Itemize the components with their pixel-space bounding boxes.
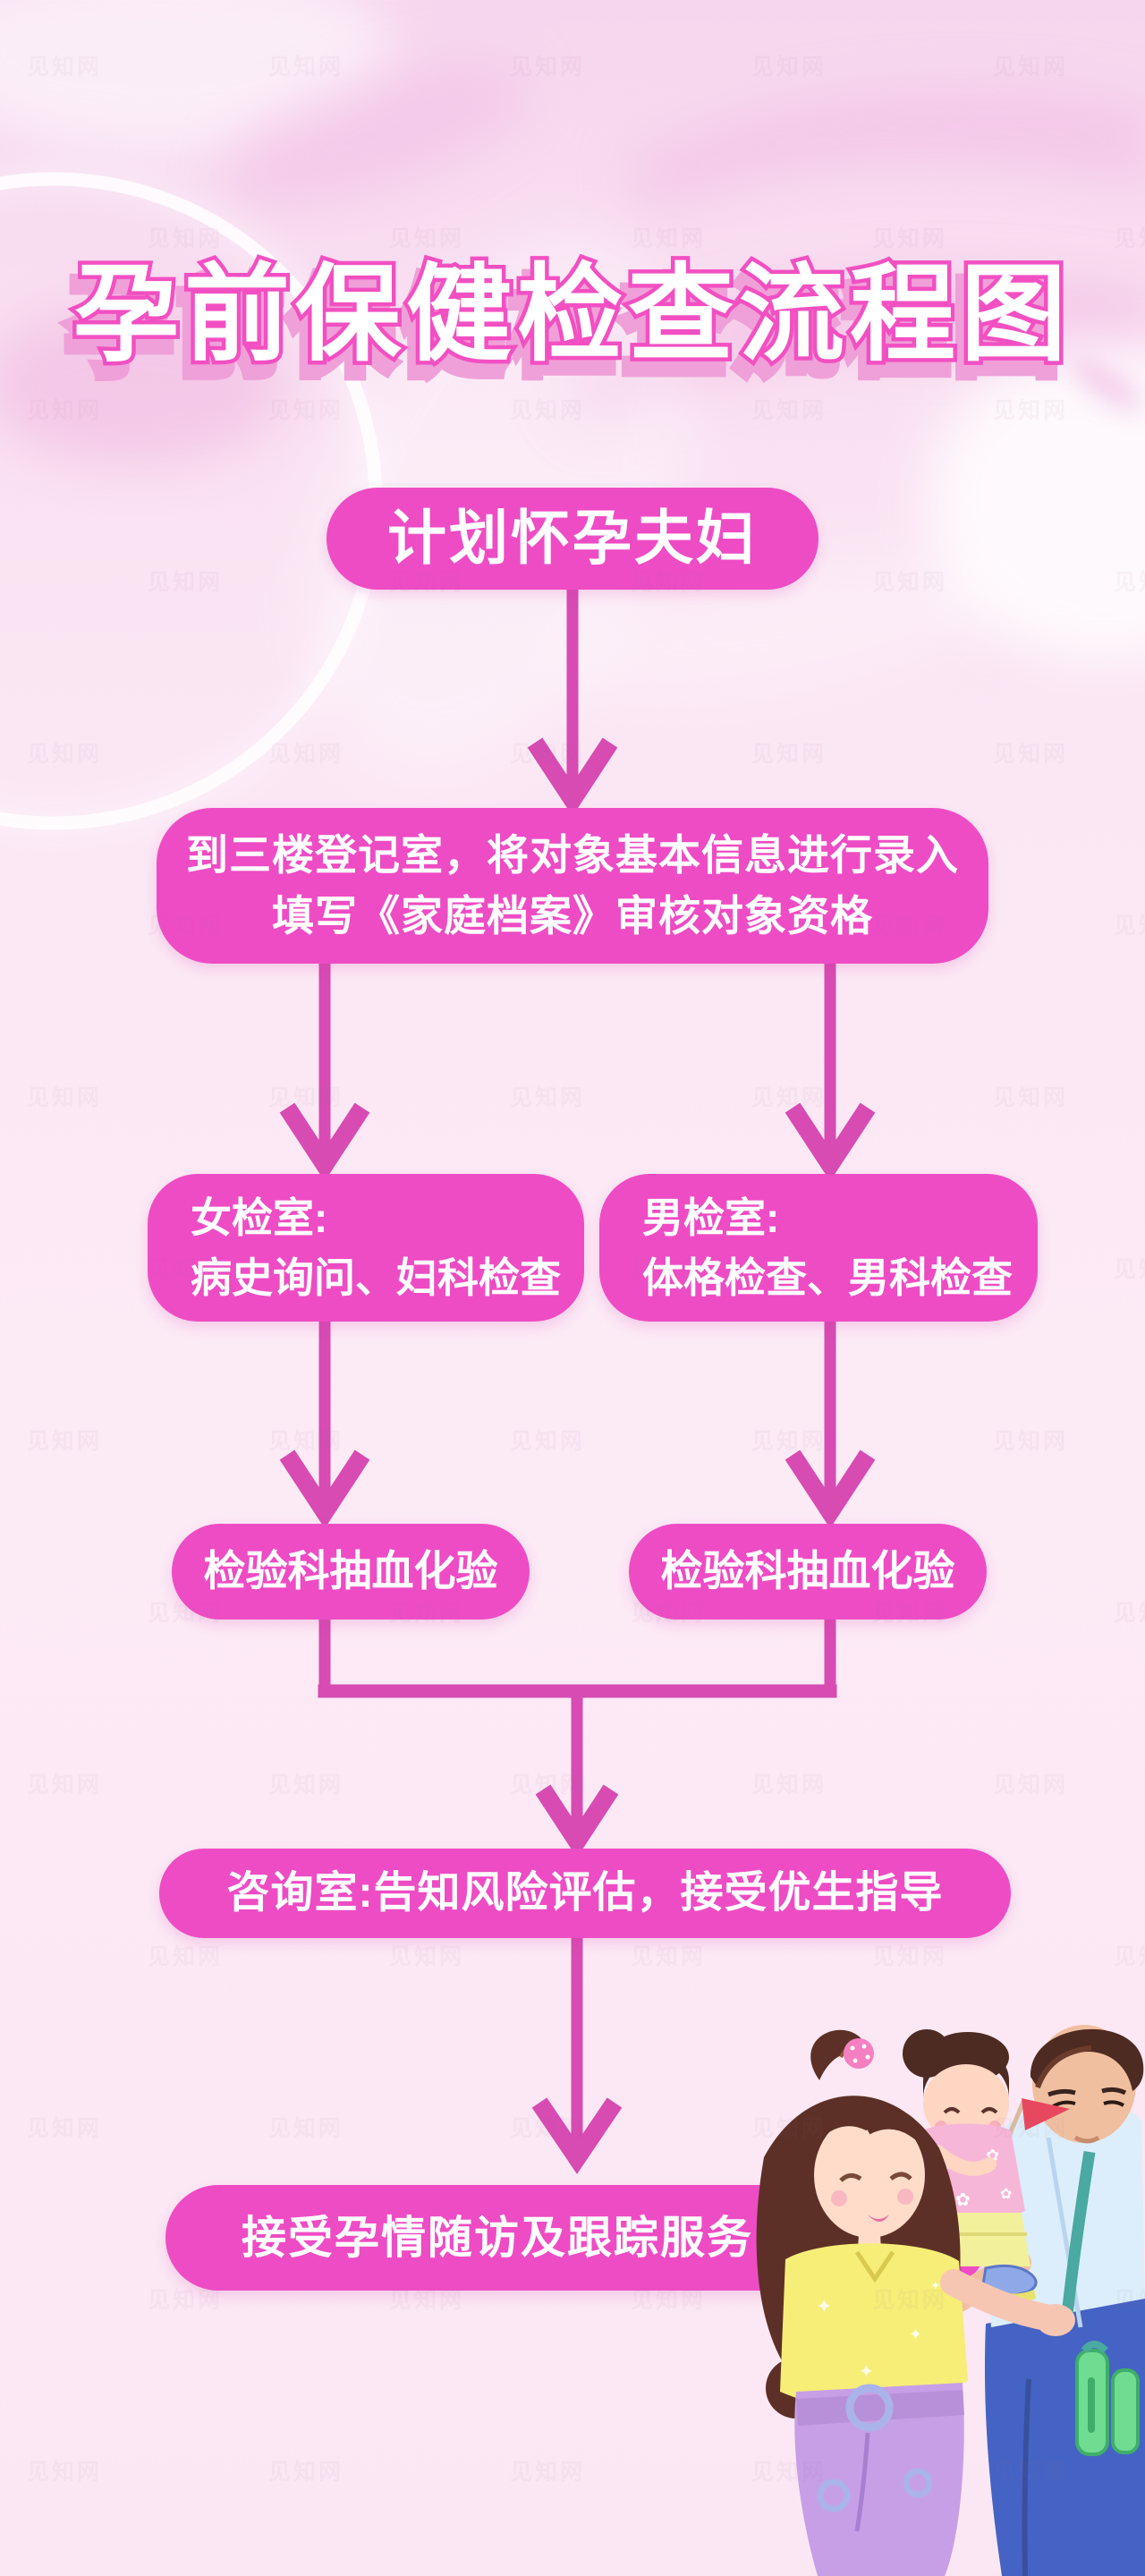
svg-text:✦: ✦ bbox=[859, 2362, 874, 2382]
watermark-text: 见知网 bbox=[751, 55, 827, 80]
watermark-text: 见知网 bbox=[993, 1085, 1069, 1110]
arrowhead-male-to-lab bbox=[785, 1450, 876, 1529]
watermark-text: 见知网 bbox=[751, 1085, 827, 1110]
watermark-text: 见知网 bbox=[1114, 1944, 1145, 1969]
node-title: 女检室: bbox=[191, 1194, 328, 1241]
watermark-text: 见知网 bbox=[268, 2116, 344, 2141]
watermark-text: 见知网 bbox=[751, 1773, 827, 1798]
watermark-text: 见知网 bbox=[993, 1429, 1069, 1454]
arrowhead-start-to-register bbox=[527, 737, 618, 817]
watermark-text: 见知网 bbox=[1114, 1601, 1145, 1626]
watermark-text: 见知网 bbox=[993, 55, 1069, 80]
flow-node-female-exam: 女检室: 病史询问、妇科检查 bbox=[148, 1174, 584, 1322]
watermark-text: 见知网 bbox=[1114, 570, 1145, 595]
flow-node-lab-right: 检验科抽血化验 bbox=[629, 1524, 987, 1620]
watermark-text: 见知网 bbox=[993, 742, 1069, 767]
watermark-text: 见知网 bbox=[27, 55, 103, 80]
watermark-text: 见知网 bbox=[27, 742, 103, 767]
watermark-text: 见知网 bbox=[27, 2460, 103, 2485]
flow-node-start: 计划怀孕夫妇 bbox=[327, 488, 818, 590]
node-line-2: 填写《家庭档案》审核对象资格 bbox=[272, 892, 873, 939]
watermark-text: 见知网 bbox=[27, 1773, 103, 1798]
node-label: 检验科抽血化验 bbox=[203, 1547, 498, 1595]
node-title: 男检室: bbox=[642, 1194, 780, 1241]
arrowhead-register-to-female bbox=[279, 1102, 370, 1182]
watermark-text: 见知网 bbox=[27, 2116, 103, 2141]
flow-node-consult: 咨询室:告知风险评估，接受优生指导 bbox=[159, 1849, 1011, 1938]
arrowhead-register-to-male bbox=[785, 1102, 876, 1182]
node-line-1: 到三楼登记室，将对象基本信息进行录入 bbox=[186, 830, 959, 879]
watermark-text: 见知网 bbox=[268, 742, 344, 767]
svg-text:✦: ✦ bbox=[816, 2295, 832, 2317]
watermark-text: 见知网 bbox=[148, 1944, 224, 1969]
arrowhead-female-to-lab bbox=[279, 1450, 370, 1529]
node-label: 检验科抽血化验 bbox=[660, 1547, 955, 1595]
watermark-text: 见知网 bbox=[510, 1773, 586, 1798]
watermark-text: 见知网 bbox=[268, 1085, 344, 1110]
watermark-text: 见知网 bbox=[510, 1085, 586, 1110]
watermark-text: 见知网 bbox=[268, 55, 344, 80]
svg-text:✿: ✿ bbox=[955, 2190, 971, 2210]
watermark-text: 见知网 bbox=[872, 570, 948, 595]
node-label: 咨询室:告知风险评估，接受优生指导 bbox=[226, 1869, 944, 1917]
hair-scrunchie bbox=[844, 2038, 874, 2069]
family-illustration: ✿ ✿ ✿ ✿ ✦ ✦ ✦ ✦ bbox=[756, 2025, 1145, 2576]
watermark-text: 见知网 bbox=[510, 2460, 586, 2485]
mother-figure: ✦ ✦ ✦ ✦ bbox=[756, 2029, 1075, 2576]
node-label: 计划怀孕夫妇 bbox=[387, 505, 758, 572]
watermark-text: 见知网 bbox=[751, 742, 827, 767]
watermark-text: 见知网 bbox=[1114, 914, 1145, 939]
watermark-text: 见知网 bbox=[510, 742, 586, 767]
watermark-text: 见知网 bbox=[751, 1429, 827, 1454]
poster-title: 孕前保健检查流程图 bbox=[73, 256, 1072, 374]
watermark-text: 见知网 bbox=[268, 1773, 344, 1798]
watermark-text: 见知网 bbox=[510, 2116, 586, 2141]
node-label: 接受孕情随访及跟踪服务 bbox=[242, 2212, 753, 2263]
arrowhead-merge-to-consult bbox=[535, 1784, 619, 1858]
watermark-text: 见知网 bbox=[510, 1429, 586, 1454]
arrowhead-consult-to-follow bbox=[531, 2097, 623, 2174]
watermark-text: 见知网 bbox=[631, 1944, 707, 1969]
flow-node-male-exam: 男检室: 体格检查、男科检查 bbox=[599, 1174, 1038, 1322]
poster-title-block: 孕前保健检查流程图 孕前保健检查流程图 bbox=[61, 252, 1072, 395]
watermark-text: 见知网 bbox=[510, 55, 586, 80]
watermark-text: 见知网 bbox=[148, 570, 224, 595]
watermark-text: 见知网 bbox=[27, 1085, 103, 1110]
watermark-text: 见知网 bbox=[1114, 1257, 1145, 1282]
svg-text:✿: ✿ bbox=[1000, 2187, 1012, 2202]
flow-node-register: 到三楼登记室，将对象基本信息进行录入 填写《家庭档案》审核对象资格 bbox=[157, 808, 988, 964]
watermark-text: 见知网 bbox=[993, 1773, 1069, 1798]
watermark-text: 见知网 bbox=[389, 1944, 465, 1969]
watermark-text: 见知网 bbox=[268, 1429, 344, 1454]
svg-text:✦: ✦ bbox=[909, 2325, 922, 2343]
watermark-text: 见知网 bbox=[268, 2460, 344, 2485]
watermark-text: 见知网 bbox=[872, 1944, 948, 1969]
watermark-text: 见知网 bbox=[27, 1429, 103, 1454]
binoculars bbox=[1075, 2341, 1140, 2456]
node-detail: 体格检查、男科检查 bbox=[642, 1254, 1013, 1301]
flow-node-lab-left: 检验科抽血化验 bbox=[172, 1524, 530, 1620]
svg-text:✦: ✦ bbox=[930, 2278, 941, 2292]
node-detail: 病史询问、妇科检查 bbox=[191, 1254, 561, 1301]
